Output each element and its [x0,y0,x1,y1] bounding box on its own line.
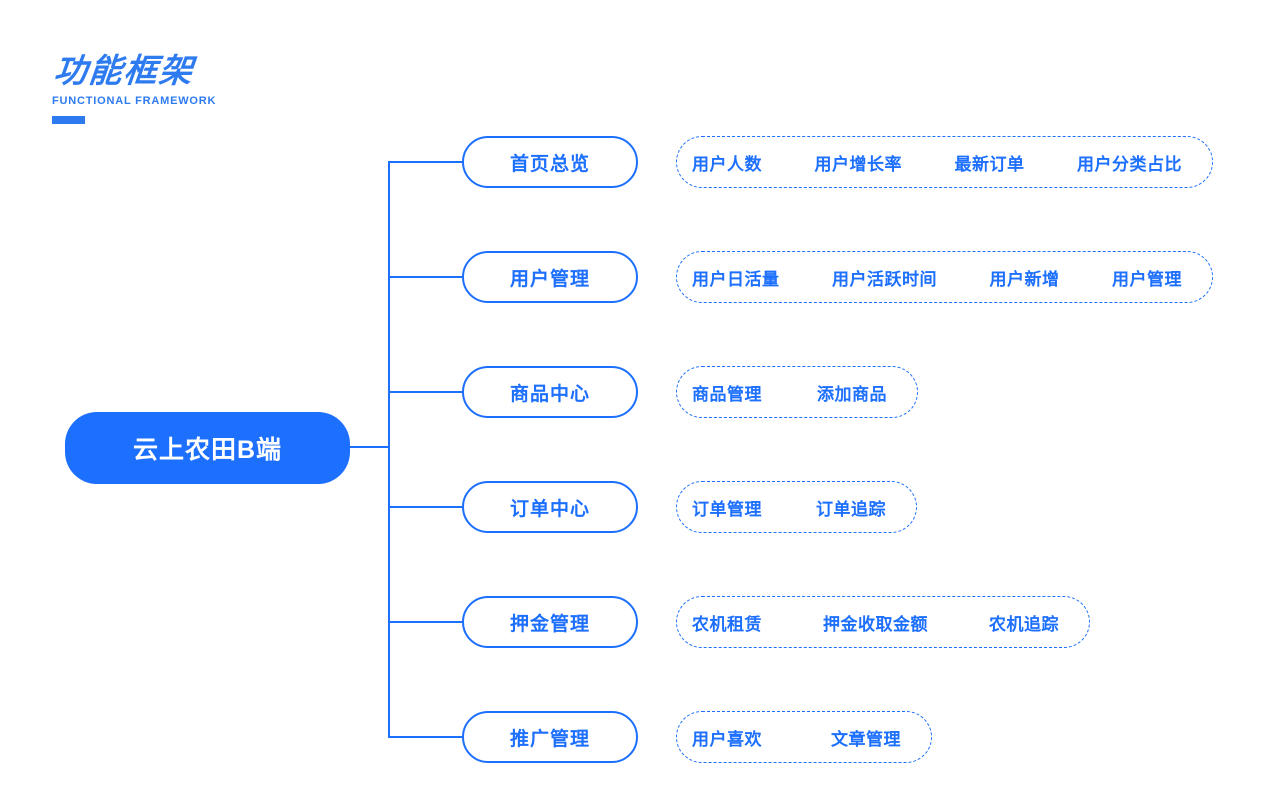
child-machine-rental: 农机租赁 [692,614,762,634]
branch-node-product-center: 商品中心 [462,366,638,418]
title-block: 功能框架 FUNCTIONAL FRAMEWORK [52,52,216,124]
connector-stub-home-overview [388,161,462,163]
child-article-management: 文章管理 [831,729,901,749]
child-user-management: 用户管理 [1112,269,1182,289]
children-group-deposit-management: 农机租赁 押金收取金额 农机追踪 [676,596,1090,648]
child-user-active-time: 用户活跃时间 [832,269,937,289]
connector-stub-user-management [388,276,462,278]
child-deposit-amount: 押金收取金额 [823,614,928,634]
connector-stub-order-center [388,506,462,508]
child-daily-active-users: 用户日活量 [692,269,780,289]
root-node: 云上农田B端 [65,412,350,484]
connector-root-line [350,446,389,448]
title-underline-bar [52,115,85,124]
child-latest-orders: 最新订单 [954,154,1025,174]
child-new-users: 用户新增 [989,269,1060,289]
children-group-order-center: 订单管理 订单追踪 [676,481,917,533]
child-product-management: 商品管理 [692,384,762,404]
branch-node-deposit-management: 押金管理 [462,596,638,648]
connector-stub-promotion-management [388,736,462,738]
child-order-management: 订单管理 [692,499,762,519]
child-user-count: 用户人数 [692,154,762,174]
children-group-promotion-management: 用户喜欢 文章管理 [676,711,932,763]
branch-node-home-overview: 首页总览 [462,136,638,188]
children-group-user-management: 用户日活量 用户活跃时间 用户新增 用户管理 [676,251,1213,303]
child-order-tracking: 订单追踪 [816,499,886,519]
children-group-home-overview: 用户人数 用户增长率 最新订单 用户分类占比 [676,136,1213,188]
page-subtitle: FUNCTIONAL FRAMEWORK [52,94,217,107]
child-add-product: 添加商品 [817,384,887,404]
connector-stub-deposit-management [388,621,462,623]
connector-stub-product-center [388,391,462,393]
child-user-likes: 用户喜欢 [692,729,762,749]
child-user-category-ratio: 用户分类占比 [1077,154,1182,174]
children-group-product-center: 商品管理 添加商品 [676,366,918,418]
child-user-growth-rate: 用户增长率 [814,154,902,174]
child-machine-tracking: 农机追踪 [989,614,1059,634]
branch-node-promotion-management: 推广管理 [462,711,638,763]
connector-trunk [388,161,390,738]
branch-node-order-center: 订单中心 [462,481,638,533]
page-title: 功能框架 [52,52,196,89]
branch-node-user-management: 用户管理 [462,251,638,303]
